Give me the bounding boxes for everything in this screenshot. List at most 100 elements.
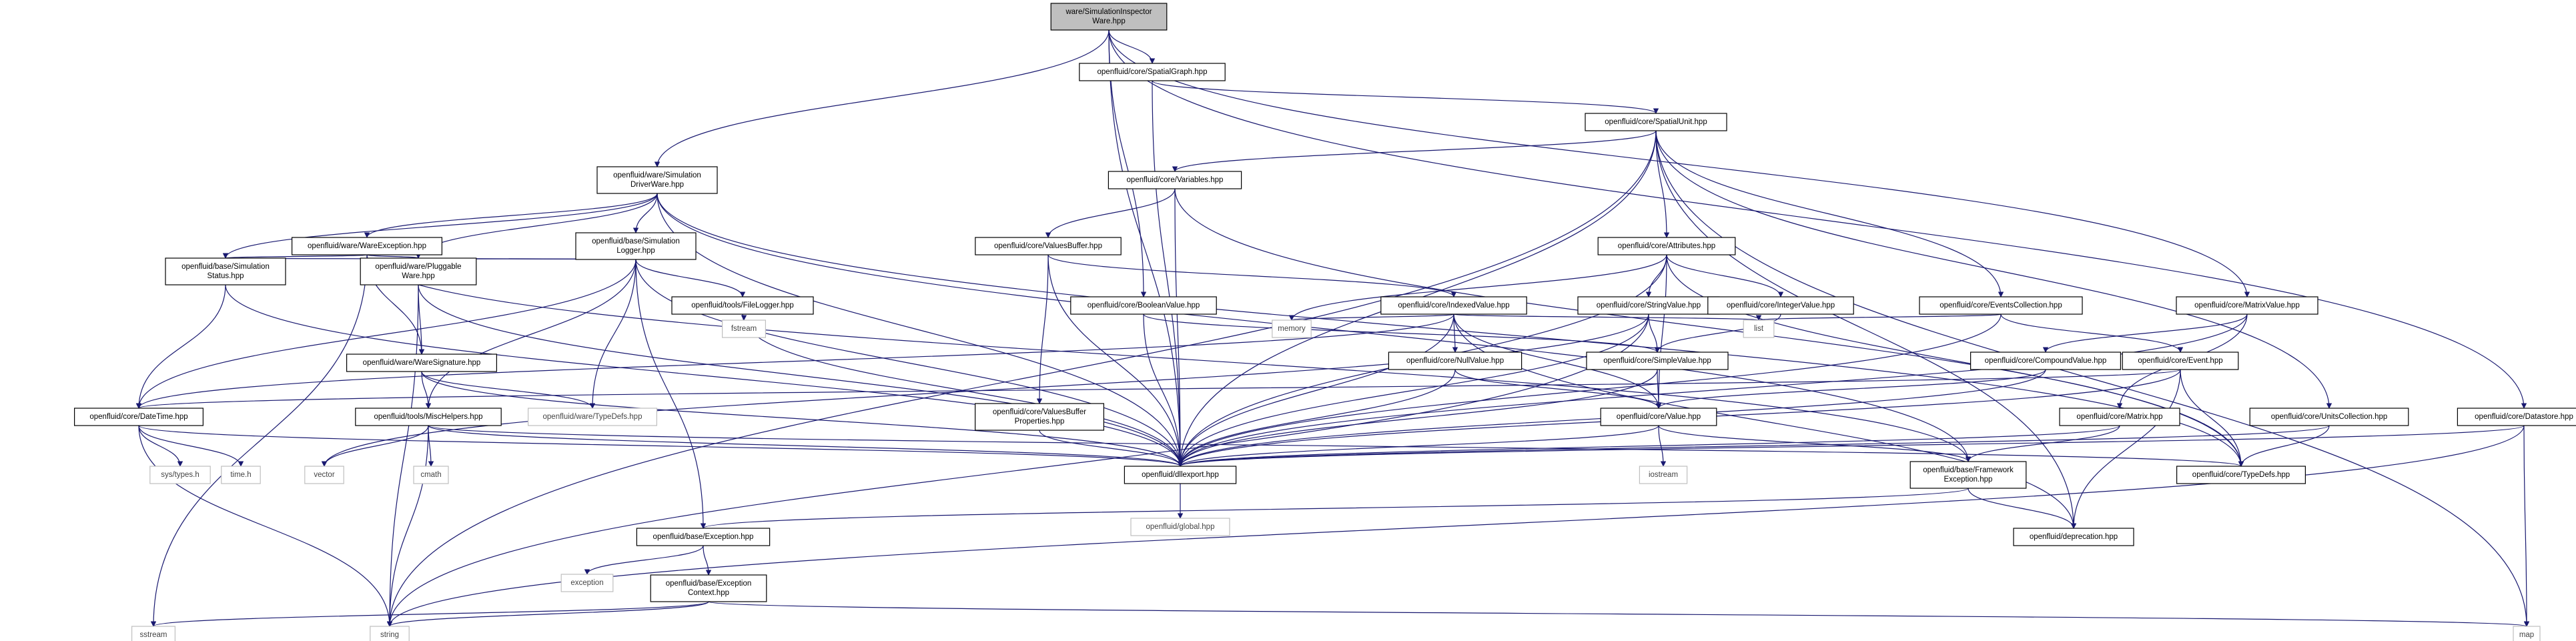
node-systypes: sys/types.h (149, 466, 211, 484)
node-box (370, 626, 410, 641)
node-baseexception[interactable]: openfluid/base/Exception.hpp (636, 528, 771, 546)
edge-waresignature-to-waretypedefs (421, 371, 596, 409)
node-label: Logger.hpp (616, 247, 655, 255)
node-spatialunit[interactable]: openfluid/core/SpatialUnit.hpp (1585, 113, 1727, 131)
edge-attributes-to-value (1655, 254, 1667, 409)
edge-spatialgraph-to-spatialunit (1152, 80, 1659, 114)
edge-nullvalue-to-value (1454, 369, 1662, 409)
node-label: openfluid/core/NullValue.hpp (1406, 357, 1504, 365)
node-box (2176, 466, 2306, 484)
node-wareexception[interactable]: openfluid/ware/WareException.hpp (292, 237, 443, 255)
node-box (2457, 408, 2576, 426)
node-mischelpers[interactable]: openfluid/tools/MiscHelpers.hpp (355, 408, 502, 426)
node-stringvalue[interactable]: openfluid/core/StringValue.hpp (1577, 296, 1720, 315)
node-box (671, 296, 814, 315)
edge-spatialunit-to-variables (1172, 130, 1657, 172)
node-matrixvalue[interactable]: openfluid/core/MatrixValue.hpp (2176, 296, 2318, 315)
node-datetime[interactable]: openfluid/core/DateTime.hpp (73, 408, 204, 426)
node-iostream: iostream (1639, 466, 1688, 484)
node-label: memory (1278, 325, 1306, 333)
node-integervalue[interactable]: openfluid/core/IntegerValue.hpp (1707, 296, 1854, 315)
node-filelogger[interactable]: openfluid/tools/FileLogger.hpp (671, 296, 814, 315)
node-unitscoll[interactable]: openfluid/core/UnitsCollection.hpp (2249, 408, 2409, 426)
node-eventscoll[interactable]: openfluid/core/EventsCollection.hpp (1919, 296, 2083, 315)
node-spatialgraph[interactable]: openfluid/core/SpatialGraph.hpp (1079, 63, 1226, 81)
edge-simlogger-to-mischelpers (425, 259, 636, 409)
node-box (1743, 319, 1775, 338)
edge-waresignature-to-dllexport (421, 371, 1184, 467)
edge-matrix-to-dllexport (1178, 425, 2120, 467)
node-valuesbuffer[interactable]: openfluid/core/ValuesBuffer.hpp (975, 237, 1122, 255)
node-box (221, 466, 261, 484)
edge-indexedvalue-to-list (1453, 313, 1761, 321)
edge-booleanvalue-to-dllexport (1143, 313, 1184, 467)
edge-pluggableware-to-waresignature (418, 284, 425, 355)
node-booleanvalue[interactable]: openfluid/core/BooleanValue.hpp (1070, 296, 1217, 315)
node-box (975, 237, 1122, 255)
edge-pluggableware-to-dllexport (418, 284, 1184, 467)
node-dllexport[interactable]: openfluid/dllexport.hpp (1124, 466, 1237, 484)
edge-simlogger-to-datetime (135, 259, 636, 409)
node-label: openfluid/global.hpp (1146, 523, 1215, 531)
node-box (131, 626, 176, 641)
node-box (2176, 296, 2318, 315)
node-string: string (370, 626, 410, 641)
node-box (1909, 461, 2027, 489)
node-box (636, 528, 771, 546)
edge-spatialunit-to-unitscoll (1655, 130, 2332, 409)
edge-root-to-datastore (1108, 29, 2527, 409)
node-label: sstream (140, 631, 167, 639)
node-box (360, 257, 477, 285)
edge-spatialunit-to-deprecation (1655, 130, 2077, 529)
node-attributes[interactable]: openfluid/core/Attributes.hpp (1597, 237, 1736, 255)
node-label: DriverWare.hpp (630, 181, 684, 189)
edge-wareexception-to-pluggableware (366, 253, 421, 259)
node-label: openfluid/core/SpatialUnit.hpp (1605, 118, 1707, 126)
edge-eventscoll-to-list (1756, 313, 2002, 321)
edge-exccontext-to-string (386, 601, 709, 627)
node-matrix[interactable]: openfluid/core/Matrix.hpp (2059, 408, 2180, 426)
node-label: Status.hpp (207, 272, 244, 280)
node-datastore[interactable]: openfluid/core/Datastore.hpp (2457, 408, 2576, 426)
edge-datetime-to-systypes (138, 425, 183, 467)
node-label: openfluid/core/BooleanValue.hpp (1088, 301, 1200, 309)
node-label: openfluid/ware/WareException.hpp (308, 242, 426, 250)
node-cmath: cmath (413, 466, 449, 484)
node-valuesbufferprops[interactable]: openfluid/core/ValuesBufferProperties.hp… (974, 403, 1104, 431)
node-compoundvalue[interactable]: openfluid/core/CompoundValue.hpp (1970, 352, 2122, 370)
node-label: openfluid/core/CompoundValue.hpp (1985, 357, 2107, 365)
node-box (1707, 296, 1854, 315)
edge-spatialunit-to-string (386, 130, 1657, 627)
edge-fwexception-to-baseexception (701, 488, 1969, 529)
edge-value-to-dllexport (1177, 425, 1659, 467)
edge-pluggableware-to-string (386, 284, 419, 627)
node-event[interactable]: openfluid/core/Event.hpp (2122, 352, 2239, 370)
node-box (2059, 408, 2180, 426)
node-value[interactable]: openfluid/core/Value.hpp (1600, 408, 1717, 426)
node-indexedvalue[interactable]: openfluid/core/IndexedValue.hpp (1380, 296, 1527, 315)
node-coretypedefs[interactable]: openfluid/core/TypeDefs.hpp (2176, 466, 2306, 484)
node-variables[interactable]: openfluid/core/Variables.hpp (1108, 171, 1242, 189)
edge-filelogger-to-dllexport (742, 313, 1184, 467)
edge-stringvalue-to-string (386, 313, 1649, 627)
node-label: ware/SimulationInspector (1065, 8, 1152, 16)
node-box (2249, 408, 2409, 426)
node-deprecation[interactable]: openfluid/deprecation.hpp (2013, 528, 2134, 546)
node-box (1970, 352, 2122, 370)
edges-layer (135, 29, 2530, 627)
node-nullvalue[interactable]: openfluid/core/NullValue.hpp (1388, 352, 1523, 370)
node-box (1050, 3, 1168, 31)
node-map: map (2513, 626, 2541, 641)
node-box (73, 408, 204, 426)
node-timeh: time.h (221, 466, 261, 484)
node-simplevalue[interactable]: openfluid/core/SimpleValue.hpp (1586, 352, 1729, 370)
node-waresignature[interactable]: openfluid/ware/WareSignature.hpp (346, 354, 497, 372)
